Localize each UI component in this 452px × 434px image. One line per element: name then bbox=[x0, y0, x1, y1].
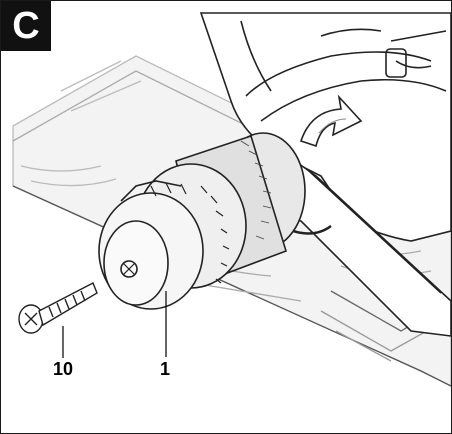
callout-part-10: 10 bbox=[53, 359, 74, 379]
callout-part-1: 1 bbox=[160, 359, 171, 379]
drill-chuck-icon bbox=[98, 132, 306, 310]
screw-icon bbox=[18, 282, 98, 334]
panel-label: C bbox=[1, 1, 51, 51]
rotation-arrow-icon bbox=[299, 94, 363, 148]
